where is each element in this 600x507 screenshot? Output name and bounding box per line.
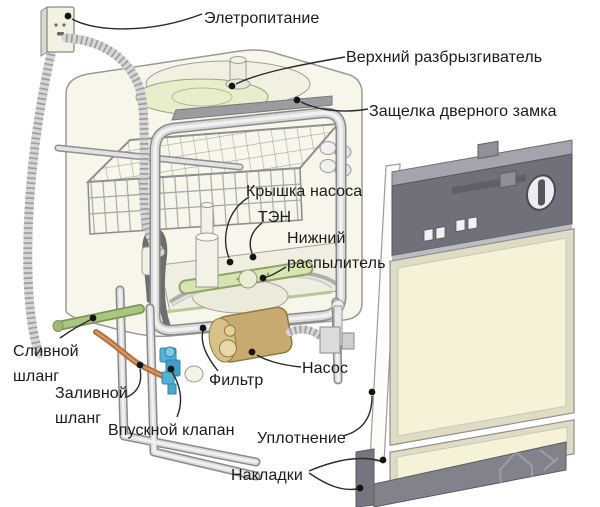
callout-dots — [64, 12, 387, 492]
inlet-valve — [159, 346, 204, 395]
socket-hole-icon — [62, 23, 66, 27]
callout-line-upper-sprayer — [235, 56, 346, 85]
socket-hole-icon — [54, 23, 58, 27]
panel-button — [423, 228, 434, 242]
label-inlet-valve: Впускной клапан — [108, 422, 235, 439]
latch-handle — [499, 170, 517, 189]
callout-lines — [59, 13, 382, 491]
panel-button — [455, 218, 466, 233]
callout-line-trim-upper — [308, 457, 382, 472]
callout-dot-trim-upper — [379, 456, 387, 464]
callout-dot-fill-hose — [136, 361, 144, 369]
callout-line-heater — [249, 222, 263, 254]
callout-line-fill-hose — [126, 368, 142, 398]
callout-line-inlet-valve — [171, 371, 182, 418]
callout-dot-pump — [248, 348, 256, 356]
drain-hose — [52, 304, 145, 332]
callout-dot-drain-hose — [89, 314, 97, 322]
callout-line-seal — [342, 395, 373, 437]
pump-cover-column — [195, 202, 219, 288]
callout-dot-upper-sprayer — [228, 82, 236, 90]
power-conduit — [61, 33, 165, 257]
callout-dot-trim-lower — [356, 484, 364, 492]
callout-line-pump — [256, 354, 302, 368]
label-drain-hose: Сливной шланг — [13, 343, 79, 385]
panel-button — [467, 216, 478, 230]
door-panel-main — [397, 237, 567, 437]
callout-dot-heater — [249, 253, 257, 261]
callout-dot-pump-cover — [226, 258, 234, 266]
kickplate-left-cap — [355, 448, 375, 507]
label-power: Элетропитание — [204, 10, 320, 27]
panel-button — [435, 226, 446, 240]
fill-hose — [93, 329, 173, 381]
callout-dot-inlet-valve — [167, 365, 175, 373]
label-trim: Накладки — [231, 467, 303, 484]
callout-line-lower-sprayer — [265, 266, 287, 278]
callout-dot-door-latch — [293, 96, 301, 104]
standpipe-hose — [23, 49, 56, 359]
callout-line-filter — [201, 330, 219, 372]
latch-tab — [477, 140, 499, 160]
label-upper-sprayer: Верхний разбрызгиватель — [346, 49, 543, 66]
callout-line-pump-cover — [225, 196, 250, 259]
sump-area — [141, 202, 346, 336]
callout-dot-power — [64, 12, 72, 20]
callout-dot-filter — [199, 324, 207, 332]
watermark — [498, 449, 559, 487]
door-assembly — [355, 139, 575, 507]
callout-dot-lower-sprayer — [259, 274, 267, 282]
label-pump: Насос — [302, 360, 349, 377]
label-door-latch: Защелка дверного замка — [369, 103, 557, 120]
panel-buttons — [423, 216, 478, 242]
label-filter: Фильтр — [209, 372, 264, 389]
callout-dot-seal — [368, 388, 376, 396]
label-pump-cover: Крышка насоса — [246, 183, 363, 200]
label-seal: Уплотнение — [257, 430, 346, 447]
label-heater: ТЭН — [258, 209, 292, 226]
label-lower-sprayer: Нижний распылитель — [287, 230, 386, 272]
label-fill-hose: Заливной шланг — [55, 385, 128, 427]
callout-line-power — [71, 13, 203, 30]
door-frame — [149, 107, 347, 336]
callout-line-drain-hose — [59, 319, 91, 339]
pump-outlet-hose — [286, 325, 355, 354]
callout-line-trim-lower — [308, 472, 358, 491]
callout-line-door-latch — [300, 101, 369, 112]
latch-band — [171, 95, 333, 121]
